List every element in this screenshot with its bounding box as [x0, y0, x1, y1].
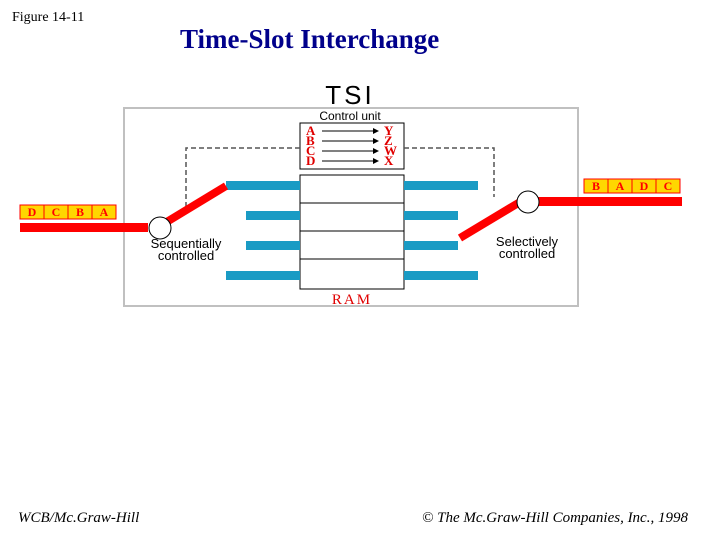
- tsi-heading: TSI: [325, 80, 374, 110]
- figure-label: Figure 14-11: [12, 10, 85, 25]
- ram-input-bus: [226, 181, 300, 190]
- control-unit-label: Control unit: [319, 109, 381, 123]
- page-title: Time-Slot Interchange: [180, 24, 440, 54]
- control-output-x: X: [384, 153, 394, 168]
- output-slot: D: [640, 179, 649, 193]
- control-dashed-line-left: [185, 147, 300, 212]
- output-line: [530, 197, 682, 206]
- footer-publisher: WCB/Mc.Graw-Hill: [18, 510, 140, 526]
- ram-input-bus: [246, 211, 300, 220]
- ram-output-bus: [404, 241, 458, 250]
- output-slot: B: [592, 179, 600, 193]
- output-frame: B A D C: [583, 178, 681, 194]
- control-input-a: A: [306, 123, 316, 138]
- control-output-w: W: [384, 143, 397, 158]
- right-switch-arm: [457, 198, 523, 242]
- left-switch-label-line1: Sequentially: [151, 236, 222, 251]
- control-input-d: D: [306, 153, 315, 168]
- copyright-text: The Mc.Graw-Hill Companies, Inc., 1998: [437, 510, 688, 526]
- control-output-z: Z: [384, 133, 393, 148]
- input-slot: A: [100, 205, 109, 219]
- control-input-c: C: [306, 143, 315, 158]
- right-switch-label-line2: controlled: [499, 246, 555, 261]
- ram-label: RAM: [332, 292, 372, 308]
- ram-output-bus: [404, 181, 478, 190]
- left-switch-arm: [157, 182, 229, 230]
- input-slot: D: [28, 205, 37, 219]
- right-switch-label-line1: Selectively: [496, 234, 559, 249]
- footer-copyright: © The Mc.Graw-Hill Companies, Inc., 1998: [422, 510, 688, 527]
- ram-output-bus: [404, 271, 478, 280]
- ram-input-bus: [226, 271, 300, 280]
- left-switch-pivot: [148, 216, 172, 240]
- control-output-y: Y: [384, 123, 394, 138]
- ram-box: [299, 174, 405, 290]
- input-frame: D C B A: [19, 204, 117, 220]
- ram-input-bus: [246, 241, 300, 250]
- input-line: [20, 223, 148, 232]
- copyright-icon: ©: [422, 510, 434, 526]
- output-slot: A: [616, 179, 625, 193]
- ram-output-bus: [404, 211, 458, 220]
- left-switch-label-line2: controlled: [158, 248, 214, 263]
- input-slot: B: [76, 205, 84, 219]
- right-switch-pivot: [516, 190, 540, 214]
- input-slot: C: [52, 205, 61, 219]
- control-input-b: B: [306, 133, 315, 148]
- control-dashed-line-right: [404, 147, 495, 197]
- output-slot: C: [664, 179, 673, 193]
